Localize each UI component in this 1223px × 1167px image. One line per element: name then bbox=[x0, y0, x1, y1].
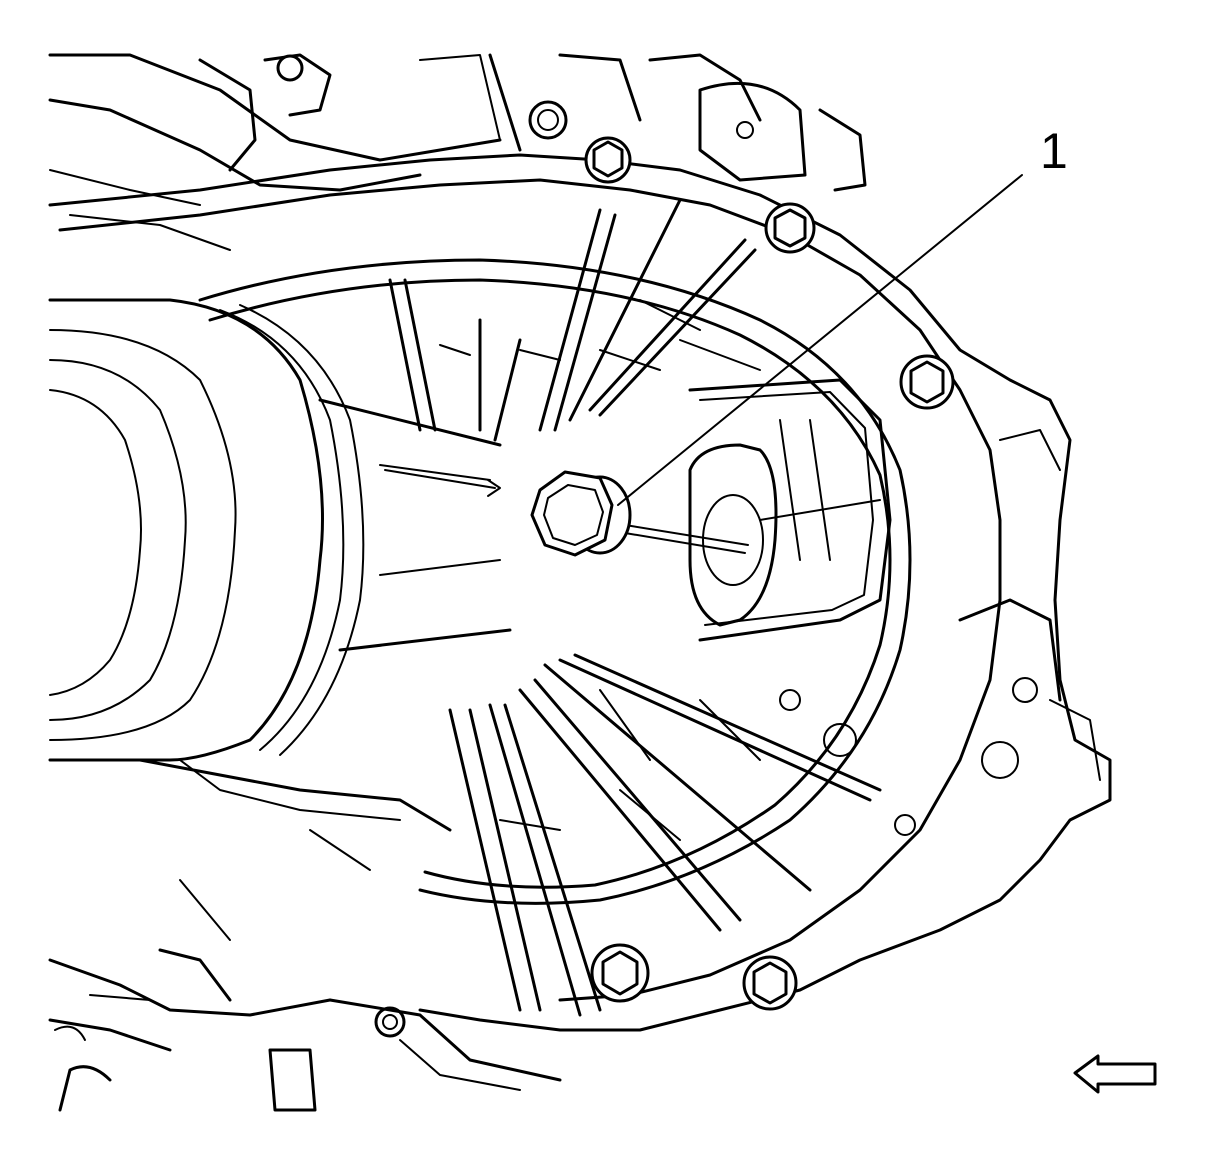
housing-bolts bbox=[374, 136, 955, 1038]
bolt-right bbox=[899, 354, 955, 410]
callout-1: 1 bbox=[617, 123, 1068, 506]
housing-ribs-lower bbox=[309, 653, 882, 1017]
bell-housing-rim bbox=[138, 258, 912, 905]
bolt-bottom-2 bbox=[742, 955, 798, 1011]
bolt-top-1 bbox=[584, 136, 632, 184]
engine-block-outline bbox=[48, 53, 867, 251]
bolt-top-2 bbox=[764, 202, 816, 254]
bolt-bottom-1 bbox=[590, 943, 650, 1003]
axle-shaft bbox=[48, 298, 512, 762]
fill-plug bbox=[530, 470, 749, 557]
bolt-bottom-left bbox=[374, 1006, 406, 1038]
arrow-right-icon bbox=[384, 469, 501, 497]
arrow-left-icon bbox=[1073, 1054, 1157, 1094]
inner-cavity bbox=[688, 378, 892, 757]
lower-bracket bbox=[48, 879, 562, 1112]
housing-ribs-upper bbox=[388, 198, 761, 442]
callout-label-1: 1 bbox=[1040, 123, 1068, 179]
